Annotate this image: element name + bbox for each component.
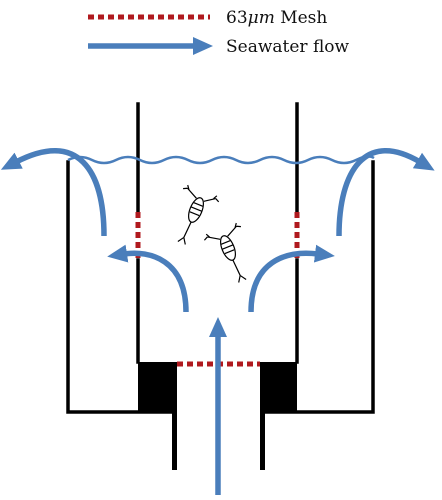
water-surface [67, 155, 375, 165]
legend: 63μm Mesh Seawater flow [88, 8, 350, 57]
left-exit-arrow [107, 244, 189, 313]
right-exit-arrow [248, 244, 335, 313]
copepod-icon [177, 184, 220, 245]
flow-arrows [0, 148, 435, 495]
right-overflow-arrow [336, 148, 435, 237]
left-support-block [138, 362, 177, 470]
copepod-icon [203, 222, 247, 283]
right-support-block [260, 362, 297, 470]
inner-tube [136, 102, 299, 364]
legend-mesh-label: 63μm Mesh [226, 8, 327, 28]
legend-flow-label: Seawater flow [226, 37, 350, 57]
left-overflow-arrow [0, 148, 107, 237]
